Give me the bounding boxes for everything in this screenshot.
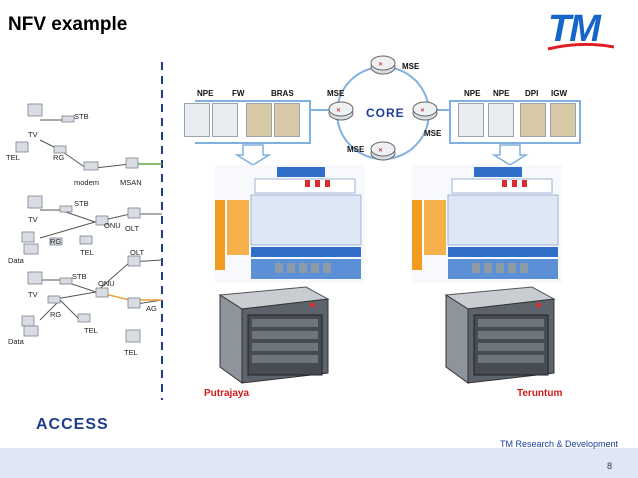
nfv-architecture-right [412,165,562,283]
mse-label-left: MSE [327,89,345,98]
label-tel-2: TEL [80,248,94,257]
access-network-diagram [15,62,163,400]
vnf-box-icon [488,103,514,137]
label-stb-2: STB [74,199,89,208]
label-olt-2: OLT [130,248,145,257]
vnf-box-icon [520,103,546,137]
mse-label-bottom: MSE [347,145,365,154]
mse-label-right: MSE [424,129,442,138]
svg-text:✕: ✕ [420,108,425,114]
vnf-label-fw: FW [232,89,245,98]
page-title: NFV example [8,14,128,35]
vnf-box-icon [458,103,484,137]
router-icon: ✕ [412,101,438,121]
tv-icon [27,271,43,285]
vnf-label-npe-r2: NPE [493,89,510,98]
label-rg-3: RG [50,310,62,319]
svg-text:✕: ✕ [378,148,383,154]
vnf-box-icon [274,103,300,137]
phone-icon [21,231,35,243]
label-stb-1: STB [74,112,89,121]
tm-logo: TM [548,8,601,50]
computer-icon [23,243,39,255]
vnf-label-bras: BRAS [271,89,294,98]
label-tel-1: TEL [6,153,20,162]
label-tv-3: TV [28,290,38,299]
vnf-label-npe-r1: NPE [464,89,481,98]
logo-swoosh-icon [547,43,615,51]
label-onu-1: ONU [104,221,121,230]
label-rg-1: RG [53,153,65,162]
label-tel-4: TEL [124,348,138,357]
label-onu-2: ONU [98,279,115,288]
label-stb-3: STB [72,272,87,281]
label-data-2: Data [8,337,24,346]
router-icon: ✕ [328,101,354,121]
vnf-box-icon [184,103,210,137]
vnf-label-npe: NPE [197,89,214,98]
router-icon: ✕ [370,55,396,75]
label-tv-1: TV [28,130,38,139]
mse-label-top: MSE [402,62,420,71]
site-putrajaya: Putrajaya [204,388,250,399]
vnf-box-icon [550,103,576,137]
site-teruntum: Teruntum [517,388,563,399]
vnf-box-icon [212,103,238,137]
router-icon: ✕ [370,141,396,161]
label-modem: modem [74,178,100,187]
computer-icon [23,325,39,337]
label-tv-2: TV [28,215,38,224]
label-msan: MSAN [120,178,142,187]
nfv-architecture-left [215,165,365,283]
tv-icon [27,195,43,209]
core-network-diagram: ✕ ✕ ✕ ✕ [195,55,581,166]
footer-org: TM Research & Development [500,439,619,449]
modem-icon [83,161,99,171]
server-icon [218,286,330,384]
access-heading: ACCESS [36,416,109,433]
label-ag: AG [146,304,157,313]
vnf-box-icon [246,103,272,137]
page-number: 8 [607,461,613,471]
phone-icon [15,141,29,153]
svg-text:✕: ✕ [378,62,383,68]
label-olt-1: OLT [125,224,140,233]
vnf-label-dpi: DPI [525,89,539,98]
vnf-label-igw: IGW [551,89,567,98]
phone-icon [21,315,35,327]
footer-bar [0,448,638,478]
core-label: CORE [366,106,405,120]
tv-icon [27,103,43,117]
label-tel-3: TEL [84,326,98,335]
svg-text:✕: ✕ [336,108,341,114]
label-rg-2: RG [50,237,62,246]
server-icon [444,286,556,384]
phone-icon [125,329,141,343]
label-data-1: Data [8,256,24,265]
